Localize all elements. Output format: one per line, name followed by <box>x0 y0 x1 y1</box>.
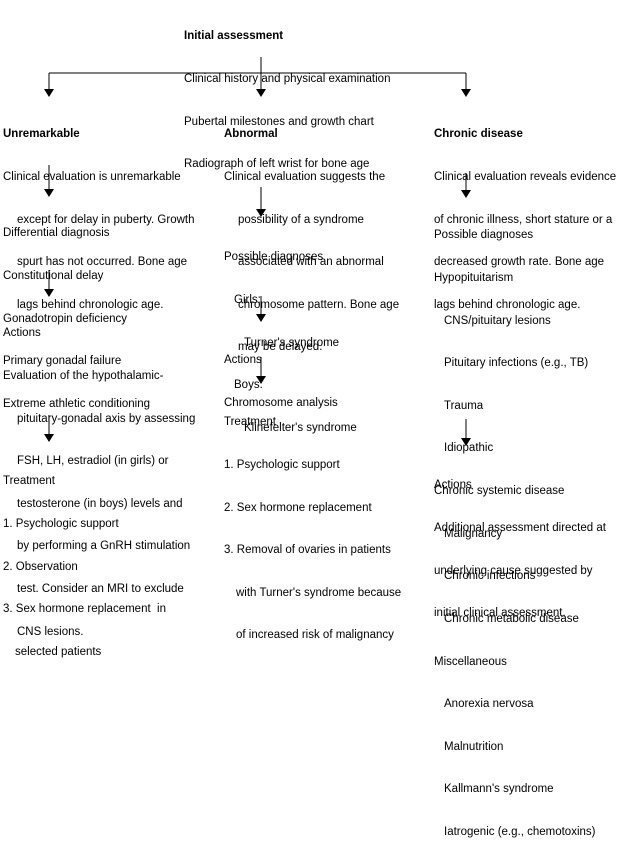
treatment-title: Treatment <box>224 416 276 429</box>
eval-line: Clinical evaluation is unremarkable <box>3 171 181 184</box>
eval-line: of chronic illness, short stature or a <box>434 213 613 226</box>
treatment-item: 2. Observation <box>3 560 78 573</box>
initial-line: Clinical history and physical examinatio… <box>184 73 391 86</box>
dx-group-name: Miscellaneous <box>434 655 507 668</box>
actions-line: FSH, LH, estradiol (in girls) or <box>17 455 169 468</box>
ddx-item: Primary gonadal failure <box>3 355 122 368</box>
eval-line: Clinical evaluation reveals evidence <box>434 171 617 184</box>
ddx-item: Extreme athletic conditioning <box>3 397 151 410</box>
girls-label: Girls: <box>234 294 261 307</box>
eval-line: possibility of a syndrome <box>238 213 364 226</box>
dx-item: Idiopathic <box>444 442 494 455</box>
dx-item: Pituitary infections (e.g., TB) <box>444 357 589 370</box>
treatment-item: selected patients <box>15 645 102 658</box>
chronic-actions: Actions Additional assessment directed a… <box>434 450 606 635</box>
unremarkable-title: Unremarkable <box>3 128 80 141</box>
treatment-title: Treatment <box>3 475 55 488</box>
actions-title: Actions <box>434 479 472 492</box>
actions-line: pituitary-gonadal axis by assessing <box>17 412 196 425</box>
eval-line: Clinical evaluation suggests the <box>224 171 386 184</box>
flow-arrows <box>44 57 471 446</box>
abnormal-diagnoses: Possible diagnoses Girls: Turner's syndr… <box>224 222 357 449</box>
boys-diagnosis: Klinefelter's syndrome <box>244 421 357 434</box>
initial-line: Radiograph of left wrist for bone age <box>184 158 370 171</box>
treatment-item: with Turner's syndrome because <box>236 586 402 599</box>
unremarkable-treatment: Treatment 1. Psychologic support 2. Obse… <box>3 446 166 673</box>
dx-item: CNS/pituitary lesions <box>444 314 551 327</box>
actions-line: Additional assessment directed at <box>434 522 606 535</box>
treatment-item: 3. Removal of ovaries in patients <box>224 544 391 557</box>
eval-line: lags behind chronologic age. <box>434 298 581 311</box>
dx-group-name: Hypopituitarism <box>434 272 514 285</box>
chronic-eval: Chronic disease Clinical evaluation reve… <box>434 99 616 326</box>
initial-line: Pubertal milestones and growth chart <box>184 115 374 128</box>
boys-label: Boys: <box>234 379 263 392</box>
dx-title: Possible diagnoses <box>434 229 534 242</box>
treatment-item: 2. Sex hormone replacement <box>224 501 372 514</box>
unremarkable-eval: Unremarkable Clinical evaluation is unre… <box>3 99 195 326</box>
initial-assessment: Initial assessment Clinical history and … <box>184 1 390 186</box>
dx-item: Kallmann's syndrome <box>444 783 554 796</box>
treatment-item: 1. Psychologic support <box>224 459 340 472</box>
treatment-item: 3. Sex hormone replacement in <box>3 603 167 616</box>
actions-line: Chromosome analysis <box>224 397 338 410</box>
dx-item: Anorexia nervosa <box>444 698 534 711</box>
eval-line: associated with an abnormal <box>238 256 384 269</box>
eval-line: decreased growth rate. Bone age <box>434 256 605 269</box>
actions-line: testosterone (in boys) levels and <box>17 497 183 510</box>
treatment-item: of increased risk of malignancy <box>236 629 394 642</box>
eval-line: except for delay in puberty. Growth <box>17 213 195 226</box>
eval-line: spurt has not occurred. Bone age <box>17 256 188 269</box>
dx-group-name: Chronic systemic disease <box>434 485 565 498</box>
chronic-title: Chronic disease <box>434 128 523 141</box>
eval-line: lags behind chronologic age. <box>17 298 164 311</box>
treatment-item: 1. Psychologic support <box>3 518 119 531</box>
ddx-item: Constitutional delay <box>3 270 104 283</box>
eval-line: may be delayed. <box>238 341 323 354</box>
eval-line: chromosome pattern. Bone age <box>238 298 400 311</box>
abnormal-eval: Abnormal Clinical evaluation suggests th… <box>224 99 399 369</box>
abnormal-title: Abnormal <box>224 128 278 141</box>
unremarkable-ddx: Differential diagnosis Constitutional de… <box>3 198 150 425</box>
dx-item: Iatrogenic (e.g., chemotoxins) <box>444 825 596 838</box>
ddx-item: Gonadotropin deficiency <box>3 312 128 325</box>
dx-title: Possible diagnoses <box>224 251 324 264</box>
dx-item: Malnutrition <box>444 740 504 753</box>
dx-item: Trauma <box>444 399 484 412</box>
initial-title: Initial assessment <box>184 30 284 43</box>
actions-title: Actions <box>224 354 262 367</box>
girls-diagnosis: Turner's syndrome <box>244 336 340 349</box>
actions-title: Actions <box>3 327 41 340</box>
abnormal-actions: Actions Chromosome analysis <box>224 325 338 424</box>
actions-line: initial clinical assessment. <box>434 607 566 620</box>
ddx-title: Differential diagnosis <box>3 227 110 240</box>
actions-line: Evaluation of the hypothalamic- <box>3 370 164 383</box>
actions-line: underlying cause suggested by <box>434 564 593 577</box>
